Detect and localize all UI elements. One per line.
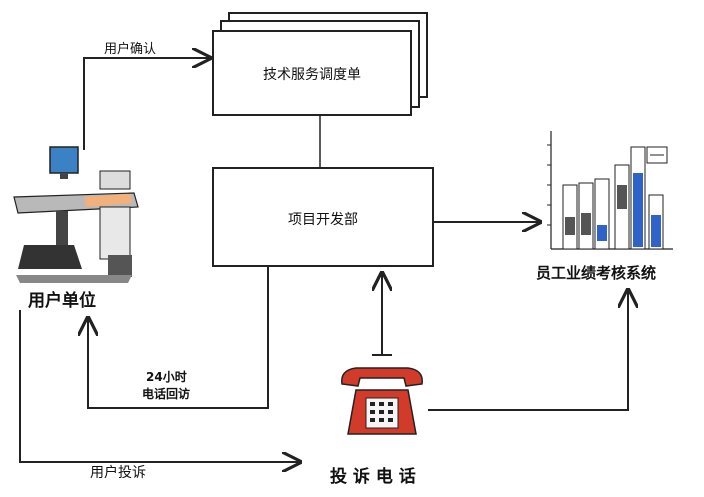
edge-label-callback-line2: 电话回访 <box>142 387 191 401</box>
complaint-phone-label: 投 诉 电 话 <box>330 467 416 487</box>
edge-phone-to-eval <box>428 290 628 411</box>
project-dept-box: 项目开发部 <box>212 167 434 267</box>
telephone-icon <box>341 367 423 435</box>
service-sheet-box: 技术服务调度单 <box>212 30 412 116</box>
edge-user-confirm <box>83 58 210 150</box>
evaluation-system-label: 员工业绩考核系统 <box>536 264 657 282</box>
user-unit-label: 用户单位 <box>28 291 96 311</box>
edge-label-user-confirm: 用户确认 <box>104 42 157 57</box>
edge-callback <box>88 265 269 409</box>
service-sheet-label: 技术服务调度单 <box>263 67 361 83</box>
bar-chart-icon <box>547 131 673 250</box>
edge-user-complaint <box>19 310 300 462</box>
computer-workstation-icon <box>13 146 139 283</box>
project-dept-label: 项目开发部 <box>288 212 358 228</box>
edge-label-callback-line1: 24小时 <box>146 370 187 384</box>
edge-label-user-complaint: 用户投诉 <box>90 465 146 481</box>
